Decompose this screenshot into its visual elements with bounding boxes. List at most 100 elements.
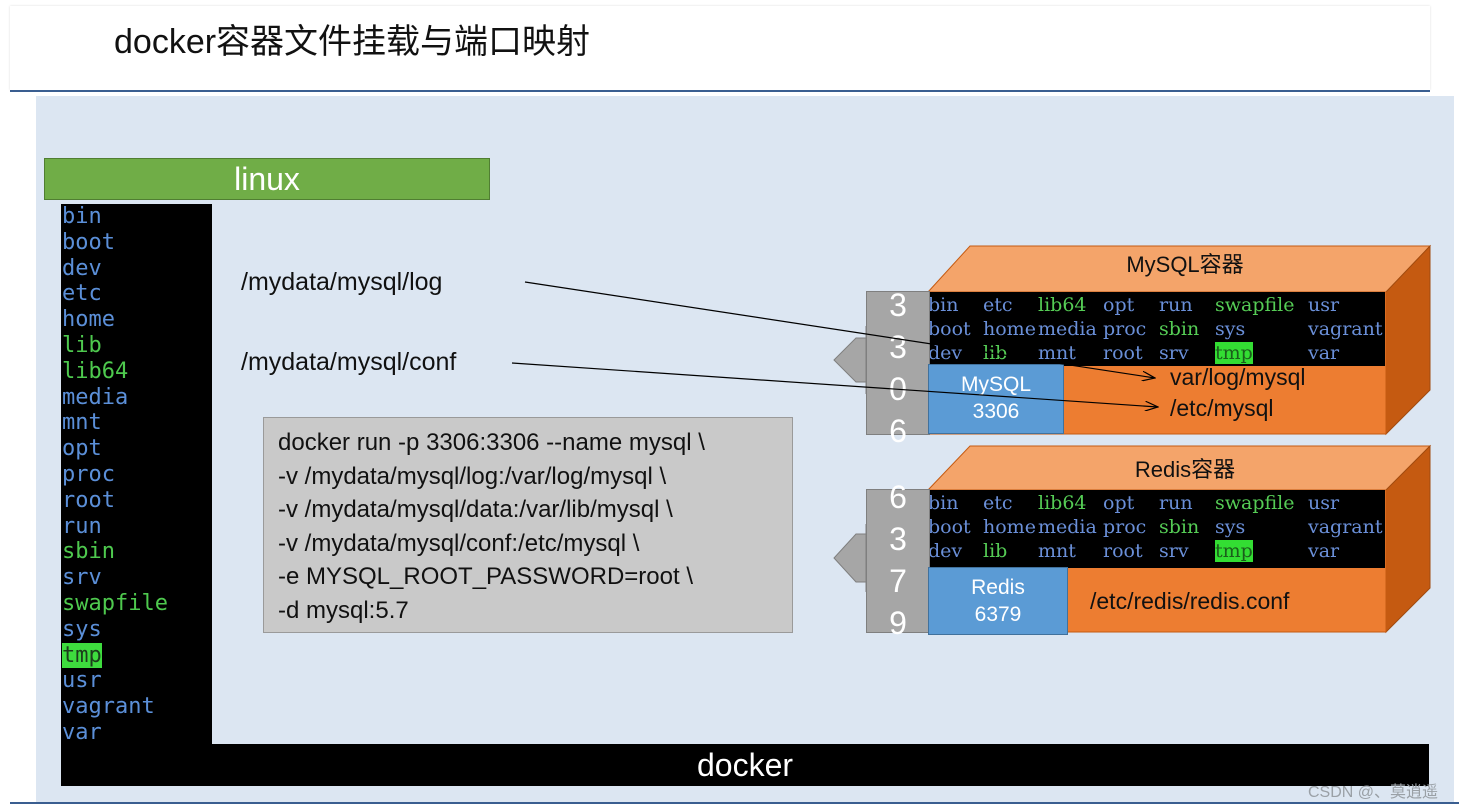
container-dir-item: root xyxy=(1103,540,1143,562)
host-dir-item: opt xyxy=(62,436,102,462)
mysql-service-box: MySQL 3306 xyxy=(928,364,1064,434)
redis-service-name: Redis xyxy=(971,576,1025,599)
host-dir-item: mnt xyxy=(62,410,102,436)
container-dir-item: proc xyxy=(1103,516,1147,538)
container-dir-item: opt xyxy=(1103,492,1135,514)
port-digit: 6 xyxy=(889,479,907,515)
watermark: CSDN @、莫逍遥 xyxy=(1308,784,1439,801)
container-dir-item: root xyxy=(1103,342,1143,364)
redis-container-label: Redis容器 xyxy=(1134,457,1236,482)
host-dir-item: sbin xyxy=(62,539,115,565)
redis-service-box: Redis 6379 xyxy=(928,567,1068,635)
container-dir-item: srv xyxy=(1159,540,1189,562)
command-line: docker run -p 3306:3306 --name mysql \ xyxy=(278,429,705,456)
container-dir-item: run xyxy=(1159,492,1193,514)
mysql-mount-conf: /etc/mysql xyxy=(1170,395,1274,421)
page-title: docker容器文件挂载与端口映射 xyxy=(114,23,591,61)
mysql-service-name: MySQL xyxy=(960,373,1031,396)
port-digit: 3 xyxy=(889,287,907,323)
container-dir-item: sbin xyxy=(1159,516,1200,538)
host-dir-item: dev xyxy=(62,255,102,281)
mysql-service-port: 3306 xyxy=(972,400,1020,423)
conf-mapping-line xyxy=(511,362,1158,407)
command-line: -e MYSQL_ROOT_PASSWORD=root \ xyxy=(278,563,693,590)
host-dir-item: swapfile xyxy=(62,590,168,616)
host-dir-item: etc xyxy=(62,281,102,307)
container-dir-item: media xyxy=(1038,318,1097,340)
redis-port-box: 6 3 7 9 xyxy=(866,479,930,641)
container-dir-item: sys xyxy=(1215,516,1246,538)
container-dir-item: boot xyxy=(928,516,971,538)
mysql-container-label: MySQL容器 xyxy=(1126,252,1244,277)
host-dir-item: bin xyxy=(62,204,102,229)
container-dir-item: run xyxy=(1159,294,1193,316)
container-dir-item: var xyxy=(1308,540,1340,562)
host-dir-item: boot xyxy=(62,229,115,255)
title-bar xyxy=(10,6,1430,90)
container-dir-item: proc xyxy=(1103,318,1147,340)
log-mapping-line xyxy=(524,281,1155,378)
container-dir-item: swapfile xyxy=(1215,294,1295,316)
command-line: -v /mydata/mysql/data:/var/lib/mysql \ xyxy=(278,496,673,523)
command-line: -v /mydata/mysql/conf:/etc/mysql \ xyxy=(278,529,640,557)
host-dir-item: lib xyxy=(62,332,102,358)
container-dir-item: lib64 xyxy=(1038,492,1087,514)
command-line: -v /mydata/mysql/log:/var/log/mysql \ xyxy=(278,462,667,490)
container-dir-item: srv xyxy=(1159,342,1189,364)
container-dir-item: bin xyxy=(928,294,959,316)
host-dir-item: sys xyxy=(62,616,102,642)
host-dir-item: var xyxy=(62,719,102,745)
host-dir-item: media xyxy=(62,384,129,410)
host-dir-item: srv xyxy=(62,565,102,591)
host-dir-item: usr xyxy=(62,668,102,694)
mysql-port-box: 3 3 0 6 xyxy=(866,287,930,449)
container-dir-item: vagrant xyxy=(1308,516,1383,538)
host-dir-item: lib64 xyxy=(62,358,129,384)
redis-mount-conf: /etc/redis/redis.conf xyxy=(1090,588,1290,614)
host-dir-item: home xyxy=(62,307,115,333)
container-dir-item: lib xyxy=(983,540,1008,562)
container-dir-item: mnt xyxy=(1038,342,1076,364)
container-dir-item: tmp xyxy=(1215,342,1253,364)
container-dir-item: sbin xyxy=(1159,318,1200,340)
host-dir-item: tmp xyxy=(62,642,102,668)
port-digit: 3 xyxy=(889,521,907,557)
command-line: -d mysql:5.7 xyxy=(278,596,409,624)
docker-label: docker xyxy=(61,744,1429,786)
port-digit: 6 xyxy=(889,413,907,449)
docker-run-command-box: docker run -p 3306:3306 --name mysql \ -… xyxy=(263,417,793,633)
container-dir-item: bin xyxy=(928,492,959,514)
redis-service-port: 6379 xyxy=(974,603,1022,626)
container-dir-item: etc xyxy=(983,294,1013,316)
container-dir-item: lib64 xyxy=(1038,294,1087,316)
container-dir-item: lib xyxy=(983,342,1008,364)
container-dir-item: mnt xyxy=(1038,540,1076,562)
container-dir-item: usr xyxy=(1308,294,1340,316)
container-dir-item: usr xyxy=(1308,492,1340,514)
host-path-log: /mydata/mysql/log xyxy=(241,268,443,296)
host-dir-item: vagrant xyxy=(62,694,155,720)
container-dir-item: dev xyxy=(928,540,963,562)
container-dir-item: opt xyxy=(1103,294,1135,316)
linux-label: linux xyxy=(44,158,490,200)
container-dir-item: swapfile xyxy=(1215,492,1295,514)
port-digit: 7 xyxy=(889,563,907,599)
container-dir-item: sys xyxy=(1215,318,1246,340)
host-dir-item: proc xyxy=(62,461,115,487)
title-divider xyxy=(10,90,1430,92)
host-dir-item: root xyxy=(62,487,115,513)
container-dir-item: vagrant xyxy=(1308,318,1383,340)
bottom-divider xyxy=(10,802,1459,804)
container-dir-item: home xyxy=(983,318,1036,340)
port-digit: 9 xyxy=(889,605,907,641)
container-dir-item: etc xyxy=(983,492,1013,514)
container-dir-item: media xyxy=(1038,516,1097,538)
container-dir-item: home xyxy=(983,516,1036,538)
mysql-mount-log: var/log/mysql xyxy=(1170,364,1306,390)
container-dir-item: boot xyxy=(928,318,971,340)
host-dir-item: run xyxy=(62,513,102,539)
